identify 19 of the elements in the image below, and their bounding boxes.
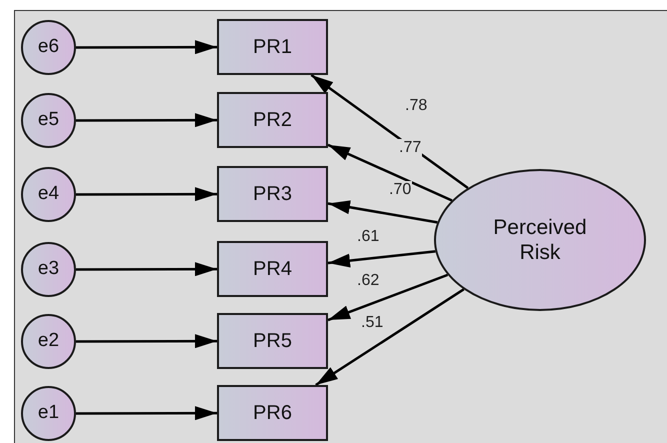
arrow: [76, 334, 217, 348]
arrow: [76, 262, 217, 276]
arrow: [315, 288, 464, 386]
arrow: [76, 187, 217, 202]
arrow: [328, 200, 438, 224]
arrow: [76, 406, 217, 420]
indicator-box: PR6: [217, 385, 328, 441]
edge-label: .77: [398, 139, 422, 157]
arrow: [310, 74, 469, 189]
indicator-box: PR3: [217, 166, 328, 222]
indicator-box: PR5: [217, 313, 328, 369]
arrow: [327, 144, 452, 202]
arrow: [328, 250, 436, 268]
indicator-box: PR4: [217, 241, 328, 297]
indicator-box: PR2: [217, 92, 328, 148]
arrow: [76, 113, 217, 128]
arrow: [328, 274, 448, 322]
indicator-box: PR1: [217, 19, 328, 75]
arrow: [76, 40, 217, 54]
